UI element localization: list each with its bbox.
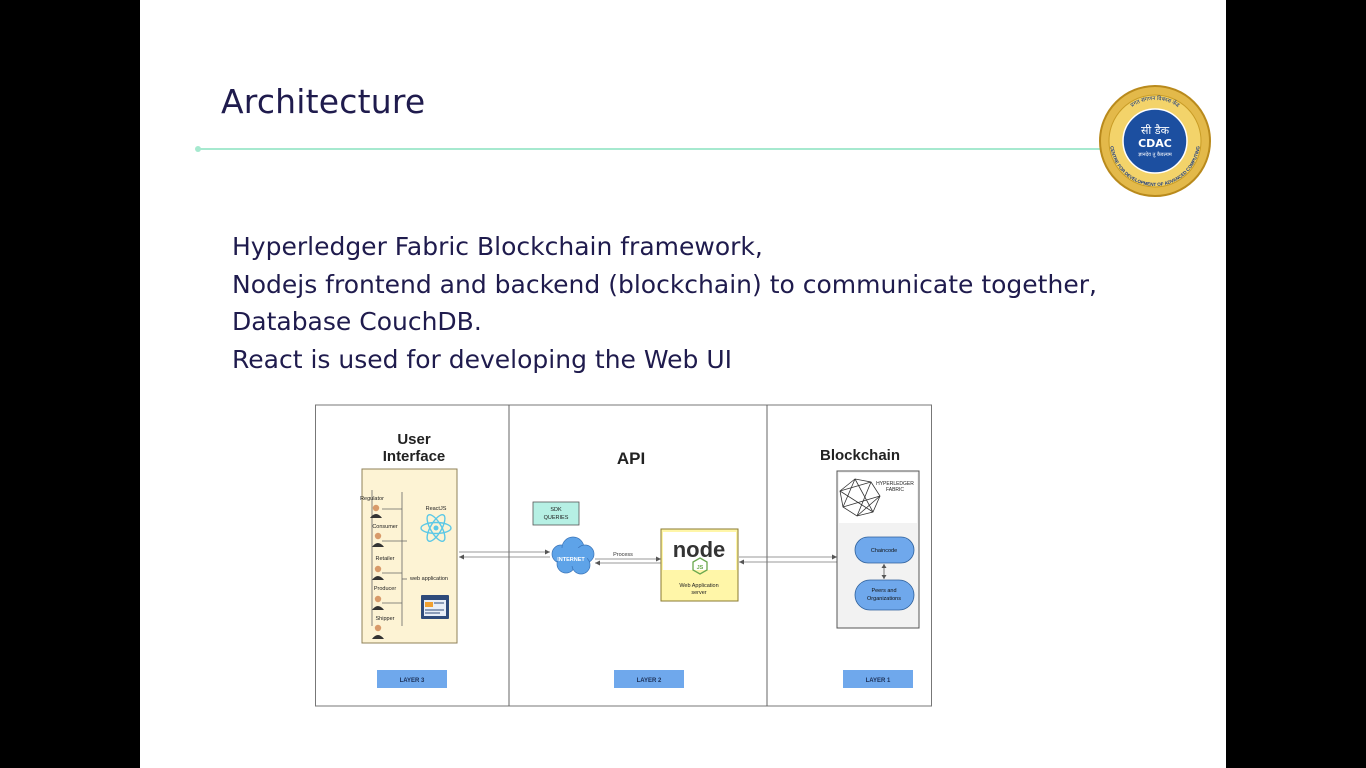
svg-text:Consumer: Consumer [372,524,398,530]
bullet-item: React is used for developing the Web UI [232,344,732,374]
user-icon [372,504,380,512]
hyperledger-icon [839,478,881,517]
user-consumer: Consumer [372,524,398,547]
internet-cloud-icon [551,536,595,575]
reactjs-label: ReactJS [426,506,447,512]
heading-blockchain: Blockchain [820,447,900,464]
svg-text:CDAC: CDAC [1138,137,1172,150]
bullet-list: Hyperledger Fabric Blockchain framework,… [232,228,1097,378]
bullet-item: Nodejs frontend and backend (blockchain)… [232,269,1097,299]
layer-2-badge [614,670,684,688]
react-icon [420,514,452,542]
svg-text:LAYER 3: LAYER 3 [400,678,425,684]
user-retailer: Retailer [372,556,395,580]
user-icon [374,595,382,603]
peers-organizations-pill [854,579,915,611]
svg-text:Organizations: Organizations [867,596,901,602]
svg-text:LAYER 2: LAYER 2 [637,678,662,684]
architecture-diagram: User Interface API Blockchain Regulator … [315,404,932,707]
layer-3-badge [377,670,447,688]
user-icon [374,624,382,632]
svg-text:Peers and: Peers and [871,588,896,594]
svg-text:Chaincode: Chaincode [871,548,897,554]
title-divider [197,148,1102,150]
user-icon [374,532,382,540]
svg-text:SDK: SDK [550,507,562,513]
svg-text:Regulator: Regulator [360,496,384,502]
slide: Architecture प्रगत संगणन विकास केंद्र CE… [140,0,1226,768]
svg-text:ज्ञानदेव तु कैवल्यम: ज्ञानदेव तु कैवल्यम [1138,151,1173,158]
svg-text:QUERIES: QUERIES [544,515,569,521]
nodejs-hex-icon [692,557,708,575]
svg-text:Retailer: Retailer [376,556,395,562]
svg-text:server: server [691,590,706,596]
svg-text:Shipper: Shipper [376,616,395,622]
slide-title: Architecture [221,82,426,121]
svg-text:सी डैक: सी डैक [1141,124,1170,137]
heading-user-interface-2: Interface [383,448,446,465]
layer-1-badge [843,670,913,688]
user-shipper: Shipper [372,616,395,639]
svg-text:FABRIC: FABRIC [886,487,904,493]
svg-text:LAYER 1: LAYER 1 [866,678,891,684]
heading-api: API [617,449,645,468]
bullet-item: Hyperledger Fabric Blockchain framework, [232,232,763,261]
web-app-icon [421,595,449,619]
user-icon [374,565,382,573]
user-producer: Producer [372,586,396,610]
internet-label: INTERNET [557,557,585,563]
svg-text:Producer: Producer [374,586,396,592]
svg-text:HYPERLEDGER: HYPERLEDGER [876,481,914,487]
heading-user-interface-1: User [397,431,431,448]
user-regulator: Regulator [360,496,384,518]
title-divider-dot [195,146,201,152]
process-label: Process [613,552,633,558]
chaincode-pill [854,536,915,564]
svg-text:Web Application: Web Application [679,583,718,589]
sdk-queries-box [532,501,580,526]
cdac-logo: प्रगत संगणन विकास केंद्र CENTRE FOR DEVE… [1099,85,1211,197]
svg-text:JS: JS [697,565,704,571]
web-application-label: web application [409,576,448,582]
bullet-item: Database CouchDB. [232,307,482,336]
